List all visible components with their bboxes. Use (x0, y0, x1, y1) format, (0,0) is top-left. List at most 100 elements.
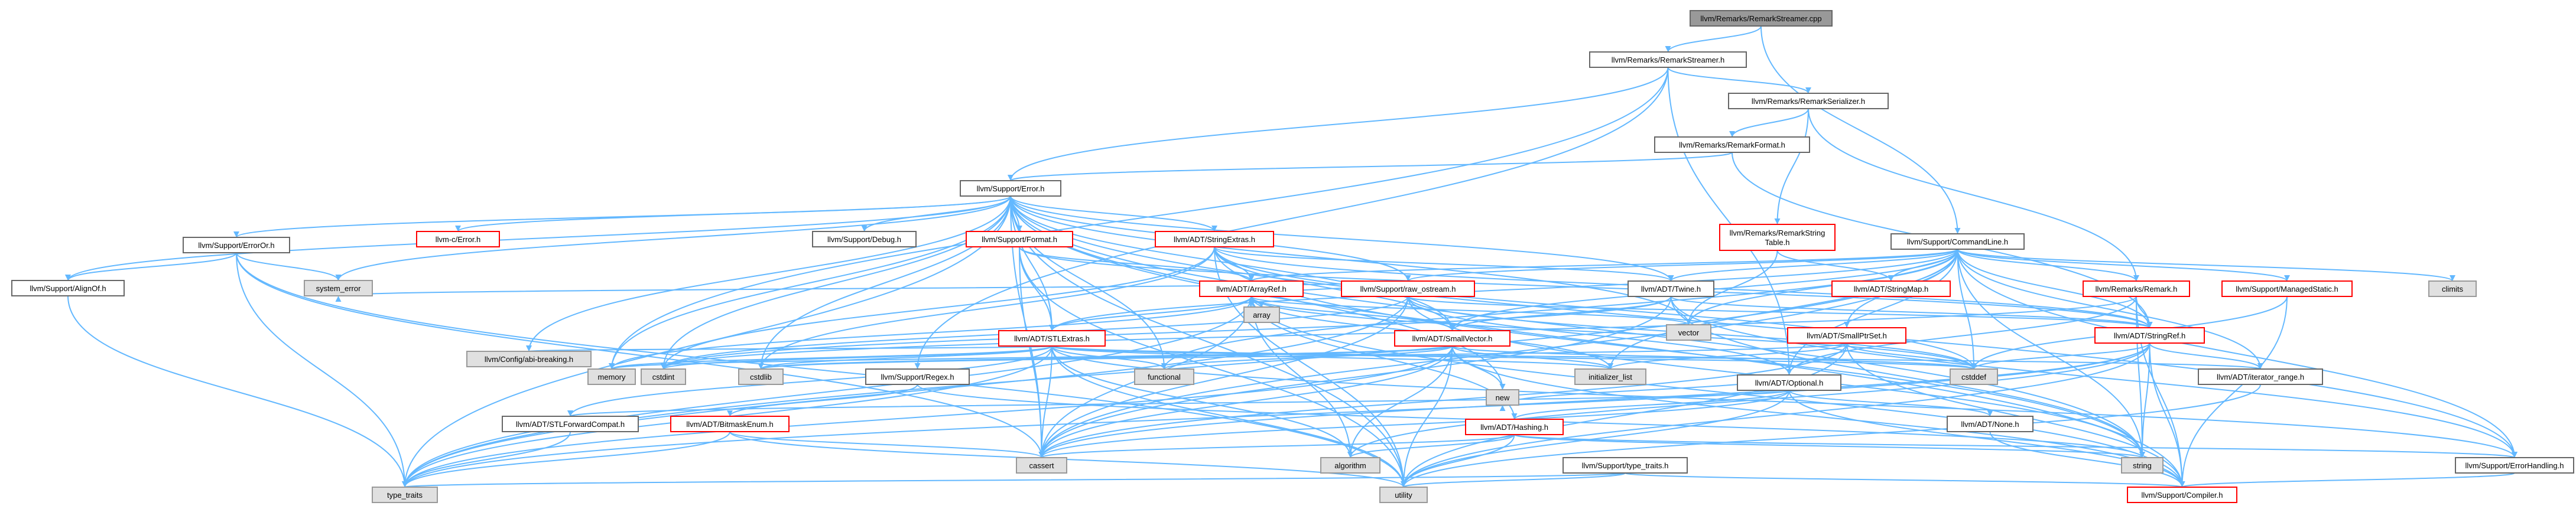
node-twine-h[interactable]: llvm/ADT/Twine.h (1628, 280, 1714, 297)
node-box (2094, 327, 2205, 344)
node-iterrange-h[interactable]: llvm/ADT/iterator_range.h (2198, 368, 2323, 385)
edge-arrowhead (914, 363, 921, 369)
node-box (1155, 231, 1274, 247)
edge-smallvector_h-to-algorithm (1350, 345, 1453, 458)
edge-stlextras_h-to-initlist (1051, 345, 1611, 370)
edge-erroror_h-to-system_error (236, 252, 339, 281)
node-array: array (1243, 306, 1280, 323)
edge-twine_h-to-stringref_h (1670, 296, 2151, 328)
node-stlforward-h[interactable]: llvm/ADT/STLForwardCompat.h (502, 416, 639, 432)
node-root[interactable]: llvm/Remarks/RemarkStreamer.cpp (1690, 10, 1833, 27)
edge-arrowhead (1405, 275, 1411, 281)
edge-arrowhead (1499, 384, 1506, 390)
node-box (812, 231, 917, 247)
edge-hashing_h-to-cassert (1041, 434, 1515, 458)
node-box (2455, 457, 2574, 474)
edge-twine_h-to-cassert (1041, 296, 1672, 458)
edge-arrowhead (1665, 46, 1671, 52)
edge-bitmask_h-to-cassert (729, 431, 1042, 458)
node-stringmap-h[interactable]: llvm/ADT/StringMap.h (1831, 280, 1951, 297)
node-stlextras-h[interactable]: llvm/ADT/STLExtras.h (998, 330, 1106, 347)
edge-arrayref_h-to-memory (611, 296, 1252, 370)
node-box (1690, 10, 1833, 27)
node-serializer-h[interactable]: llvm/Remarks/RemarkSerializer.h (1728, 93, 1889, 109)
edge-strtab_h-to-stringmap_h (1776, 250, 1892, 282)
edge-smallvector_h-to-new (1451, 345, 1503, 390)
node-label: Table.h (1765, 238, 1790, 247)
edge-sformat_h-to-cassert (1019, 246, 1042, 458)
node-box (1134, 368, 1194, 385)
node-label: llvm/ADT/SmallPtrSet.h (1807, 331, 1887, 340)
edge-cmdline_h-to-climits (1957, 249, 2453, 282)
node-box (2198, 368, 2323, 385)
node-box (1574, 368, 1646, 385)
node-remark-h[interactable]: llvm/Remarks/Remark.h (2083, 280, 2190, 297)
node-box (2083, 280, 2190, 297)
node-box (1016, 457, 1067, 474)
nodes-layer: llvm/Remarks/RemarkStreamer.cpp llvm/Rema… (11, 10, 2574, 503)
node-box (1831, 280, 1951, 297)
node-bitmask-h[interactable]: llvm/ADT/BitmaskEnum.h (670, 416, 790, 432)
node-box (966, 231, 1073, 247)
node-managedstatic-h[interactable]: llvm/Support/ManagedStatic.h (2221, 280, 2353, 297)
edge-arrowhead (1786, 369, 1792, 375)
edge-arrowhead (1161, 363, 1167, 369)
edge-optional_h-to-stlforward_h (570, 390, 1790, 417)
node-debug-h[interactable]: llvm/Support/Debug.h (812, 231, 917, 247)
node-box (960, 180, 1061, 197)
edge-arrowhead (2284, 275, 2290, 281)
edge-streamer_h-to-memory (611, 67, 1669, 370)
edge-arrowhead (335, 296, 342, 302)
node-hashing-h[interactable]: llvm/ADT/Hashing.h (1465, 419, 1564, 435)
node-streamer-h[interactable]: llvm/Remarks/RemarkStreamer.h (1589, 51, 1747, 68)
node-errhandling-h[interactable]: llvm/Support/ErrorHandling.h (2455, 457, 2574, 474)
node-label: llvm/ADT/STLForwardCompat.h (516, 420, 625, 429)
node-regex-h[interactable]: llvm/Support/Regex.h (865, 368, 970, 385)
node-sformat-h[interactable]: llvm/Support/Format.h (966, 231, 1073, 247)
node-label: llvm/Remarks/RemarkString (1730, 229, 1825, 237)
node-smallptrset-h[interactable]: llvm/ADT/SmallPtrSet.h (1787, 327, 1906, 344)
edge-arrowhead (2512, 452, 2517, 458)
node-strextras-h[interactable]: llvm/ADT/StringExtras.h (1155, 231, 1274, 247)
edge-optional_h-to-none_h (1788, 390, 1991, 417)
edge-typetraits_h-to-type_traits (404, 472, 1626, 488)
node-compiler-h[interactable]: llvm/Support/Compiler.h (2127, 487, 2237, 503)
node-box (1654, 136, 1810, 153)
node-format-h[interactable]: llvm/Remarks/RemarkFormat.h (1654, 136, 1810, 153)
edge-erroror_h-to-type_traits (236, 252, 405, 488)
edge-arrowhead (1248, 275, 1255, 281)
node-box (641, 368, 686, 385)
node-label: llvm/Support/CommandLine.h (1907, 237, 2008, 246)
node-smallvector-h[interactable]: llvm/ADT/SmallVector.h (1394, 330, 1510, 347)
edge-arrowhead (402, 481, 408, 487)
node-box (1379, 487, 1428, 503)
edge-hashing_h-to-utility (1403, 434, 1515, 488)
node-optional-h[interactable]: llvm/ADT/Optional.h (1737, 374, 1841, 391)
edge-smallptrset_h-to-cstdlib (760, 342, 1847, 370)
edge-stlextras_h-to-cstdlib (760, 345, 1053, 370)
edge-arrowhead (1049, 325, 1055, 331)
node-alignof-h[interactable]: llvm/Support/AlignOf.h (11, 280, 125, 296)
node-stringref-h[interactable]: llvm/ADT/StringRef.h (2094, 327, 2205, 344)
node-none-h[interactable]: llvm/ADT/None.h (1947, 416, 2033, 432)
node-error-h[interactable]: llvm/Support/Error.h (960, 180, 1061, 197)
node-cerror-h[interactable]: llvm-c/Error.h (416, 231, 500, 247)
edge-arrowhead (1729, 131, 1735, 137)
node-cassert: cassert (1016, 457, 1067, 474)
node-label: algorithm (1334, 461, 1366, 470)
node-rawostream-h[interactable]: llvm/Support/raw_ostream.h (1341, 280, 1475, 297)
node-vector: vector (1666, 324, 1711, 341)
node-erroror-h[interactable]: llvm/Support/ErrorOr.h (183, 237, 290, 253)
node-label: llvm/Remarks/RemarkSerializer.h (1752, 97, 1865, 106)
node-label: cstdint (652, 373, 675, 381)
node-arrayref-h[interactable]: llvm/ADT/ArrayRef.h (1199, 280, 1304, 297)
edge-arrowhead (233, 231, 239, 237)
edge-arrowhead (660, 363, 667, 369)
edge-stringref_h-to-type_traits (404, 342, 2151, 488)
node-box (670, 416, 790, 432)
node-typetraits-h[interactable]: llvm/Support/type_traits.h (1563, 457, 1688, 474)
node-label: llvm/ADT/StringExtras.h (1174, 235, 1255, 244)
node-cmdline-h[interactable]: llvm/Support/CommandLine.h (1890, 233, 2025, 250)
edge-alignof_h-to-type_traits (67, 295, 405, 488)
